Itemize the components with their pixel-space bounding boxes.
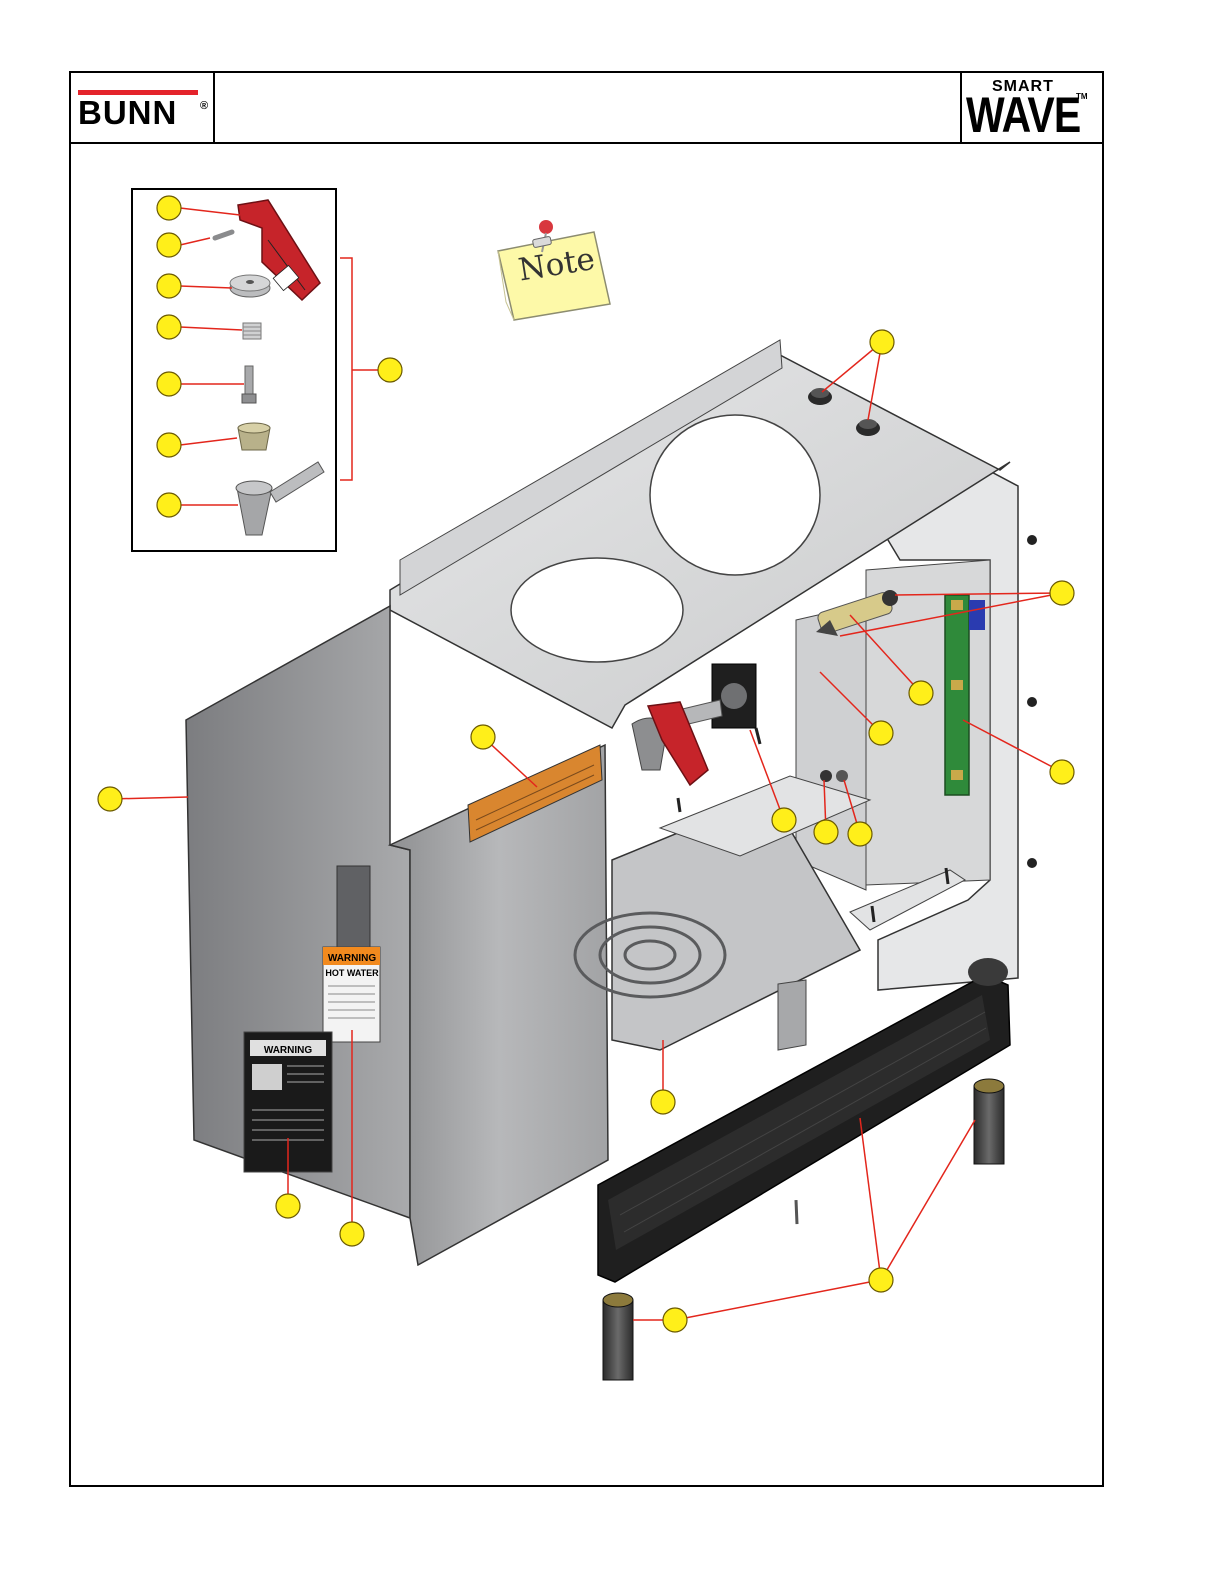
callout-bubble [471,725,495,749]
callout-bubble [157,372,181,396]
front-warning-decal: WARNING HOT WATER [323,947,380,1042]
callout-bubble [276,1194,300,1218]
screw [946,868,948,884]
spring-part [243,323,261,339]
smartwave-trademark: TM [1076,92,1088,101]
callout-bubble [909,681,933,705]
bunn-logo-text: BUNN [78,96,177,129]
callout-bubble [157,274,181,298]
callout-bubble [663,1308,687,1332]
callout-bubble [157,315,181,339]
callout-bubble [869,721,893,745]
top-opening-large [650,415,820,575]
fitting [820,770,832,782]
front-warning-subtitle: HOT WATER [325,968,379,978]
screw [756,728,760,744]
top-opening-small [511,558,683,662]
tray-bracket [778,980,806,1050]
side-fastener [1027,535,1037,545]
callout-bubble [1050,581,1074,605]
fitting [836,770,848,782]
front-warning-title: WARNING [328,953,377,964]
callout-bubble [157,196,181,220]
leg-left [603,1293,633,1380]
bunn-logo: BUNN ® [78,90,214,134]
screw [678,798,680,812]
callout-bubble [848,822,872,846]
callout-bubble [157,233,181,257]
callout-bubble [814,820,838,844]
callout-bubble [98,787,122,811]
smartwave-logo: SMART WAVE TM [966,78,1096,140]
callout-bubble [340,1222,364,1246]
smartwave-logo-main: WAVE [966,90,1080,140]
bunn-registered-mark: ® [200,100,208,112]
callout-bubble [870,330,894,354]
callout-bubble [869,1268,893,1292]
callout-bubble [157,433,181,457]
bottom-warning-title: WARNING [264,1045,313,1056]
leg-right [974,1079,1004,1164]
side-fastener [1027,858,1037,868]
screw [796,1200,797,1224]
callout-bubble [157,493,181,517]
callout-bubble [651,1090,675,1114]
callout-bubble [378,358,402,382]
callout-bubble [772,808,796,832]
callout-bubble [1050,760,1074,784]
screw [872,906,874,922]
side-fastener [1027,697,1037,707]
